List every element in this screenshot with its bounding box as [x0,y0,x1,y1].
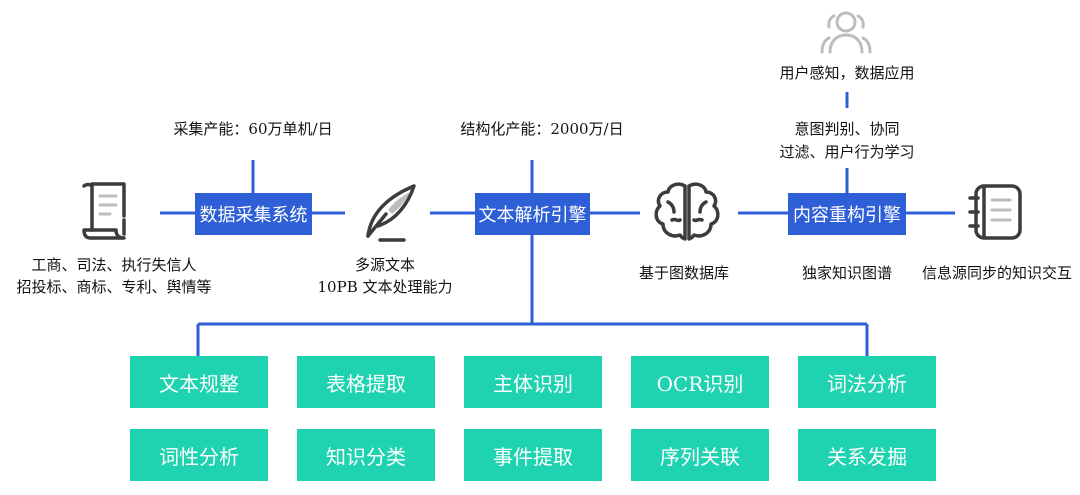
multi-text-caption-line2: 10PB 文本处理能力 [317,278,453,296]
user-icon [820,11,872,54]
collect-capacity-label: 采集产能：60万单机/日 [173,120,333,138]
function-box: 表格提取 [297,356,435,408]
document-scroll-icon [82,182,126,240]
intent-label-line1: 意图判别、协同 [794,120,900,138]
data-collection-system-box: 数据采集系统 [195,193,312,235]
knowledge-exchange-caption: 信息源同步的知识交互 [921,264,1073,282]
function-box: 主体识别 [464,356,602,408]
sources-caption-line2: 招投标、商标、专利、舆情等 [16,278,212,296]
graph-database-caption: 基于图数据库 [638,264,730,282]
notebook-icon [968,184,1022,240]
structure-capacity-label: 结构化产能：2000万/日 [460,120,624,138]
function-box: 文本规整 [130,356,268,408]
quill-pen-icon [366,184,416,242]
content-rebuild-engine-box: 内容重构引擎 [788,193,906,235]
text-parsing-engine-box: 文本解析引擎 [475,193,590,235]
function-box: 词性分析 [130,429,268,481]
intent-label-line2: 过滤、用户行为学习 [779,143,915,161]
multi-text-caption-line1: 多源文本 [354,256,416,274]
brain-icon [654,182,720,241]
function-box: OCR识别 [631,356,769,408]
user-application-label: 用户感知，数据应用 [779,64,915,82]
function-box: 关系发掘 [798,429,936,481]
function-box: 知识分类 [297,429,435,481]
function-box: 序列关联 [631,429,769,481]
function-box: 词法分析 [798,356,936,408]
exclusive-knowledge-graph-caption: 独家知识图谱 [801,264,893,282]
sources-caption-line1: 工商、司法、执行失信人 [31,256,197,274]
function-box: 事件提取 [464,429,602,481]
